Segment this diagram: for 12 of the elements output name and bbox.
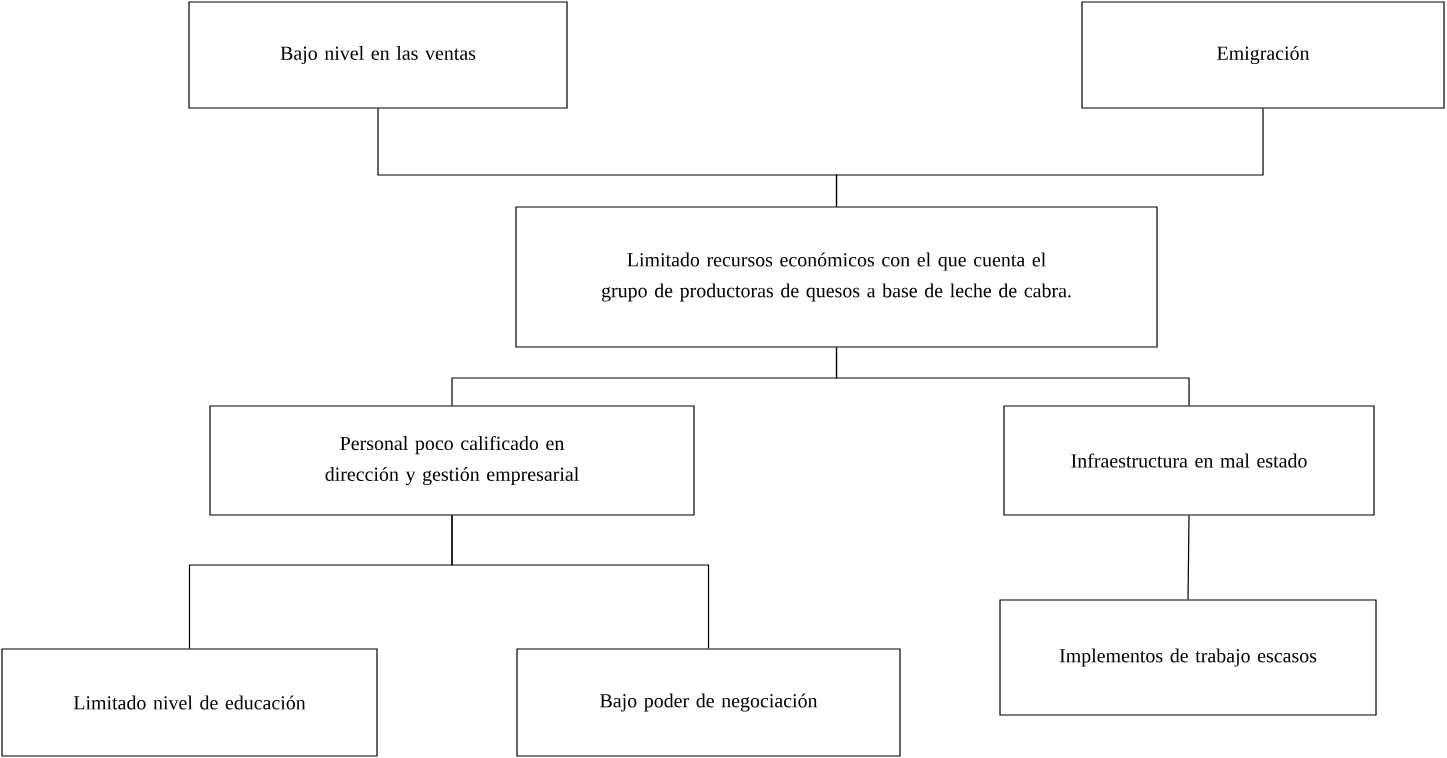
problem-box: Personal poco calificado en dirección y gestión empresarial xyxy=(209,405,695,516)
problem-box: Limitado recursos económicos con el que cuenta el grupo de productoras de quesos a base de leche de cabra. xyxy=(515,206,1158,348)
problem-box: Implementos de trabajo escasos xyxy=(999,599,1377,716)
connector-line xyxy=(451,515,710,649)
problem-box: Limitado nivel de educación xyxy=(1,648,378,757)
connector-line xyxy=(835,108,1264,207)
problem-box: Bajo poder de negociación xyxy=(516,648,901,757)
problem-box: Infraestructura en mal estado xyxy=(1003,405,1375,516)
connector-line xyxy=(835,347,1190,406)
connector-line xyxy=(1187,515,1190,600)
problem-box: Emigración xyxy=(1081,1,1445,109)
problem-box: Bajo nivel en las ventas xyxy=(188,1,568,109)
